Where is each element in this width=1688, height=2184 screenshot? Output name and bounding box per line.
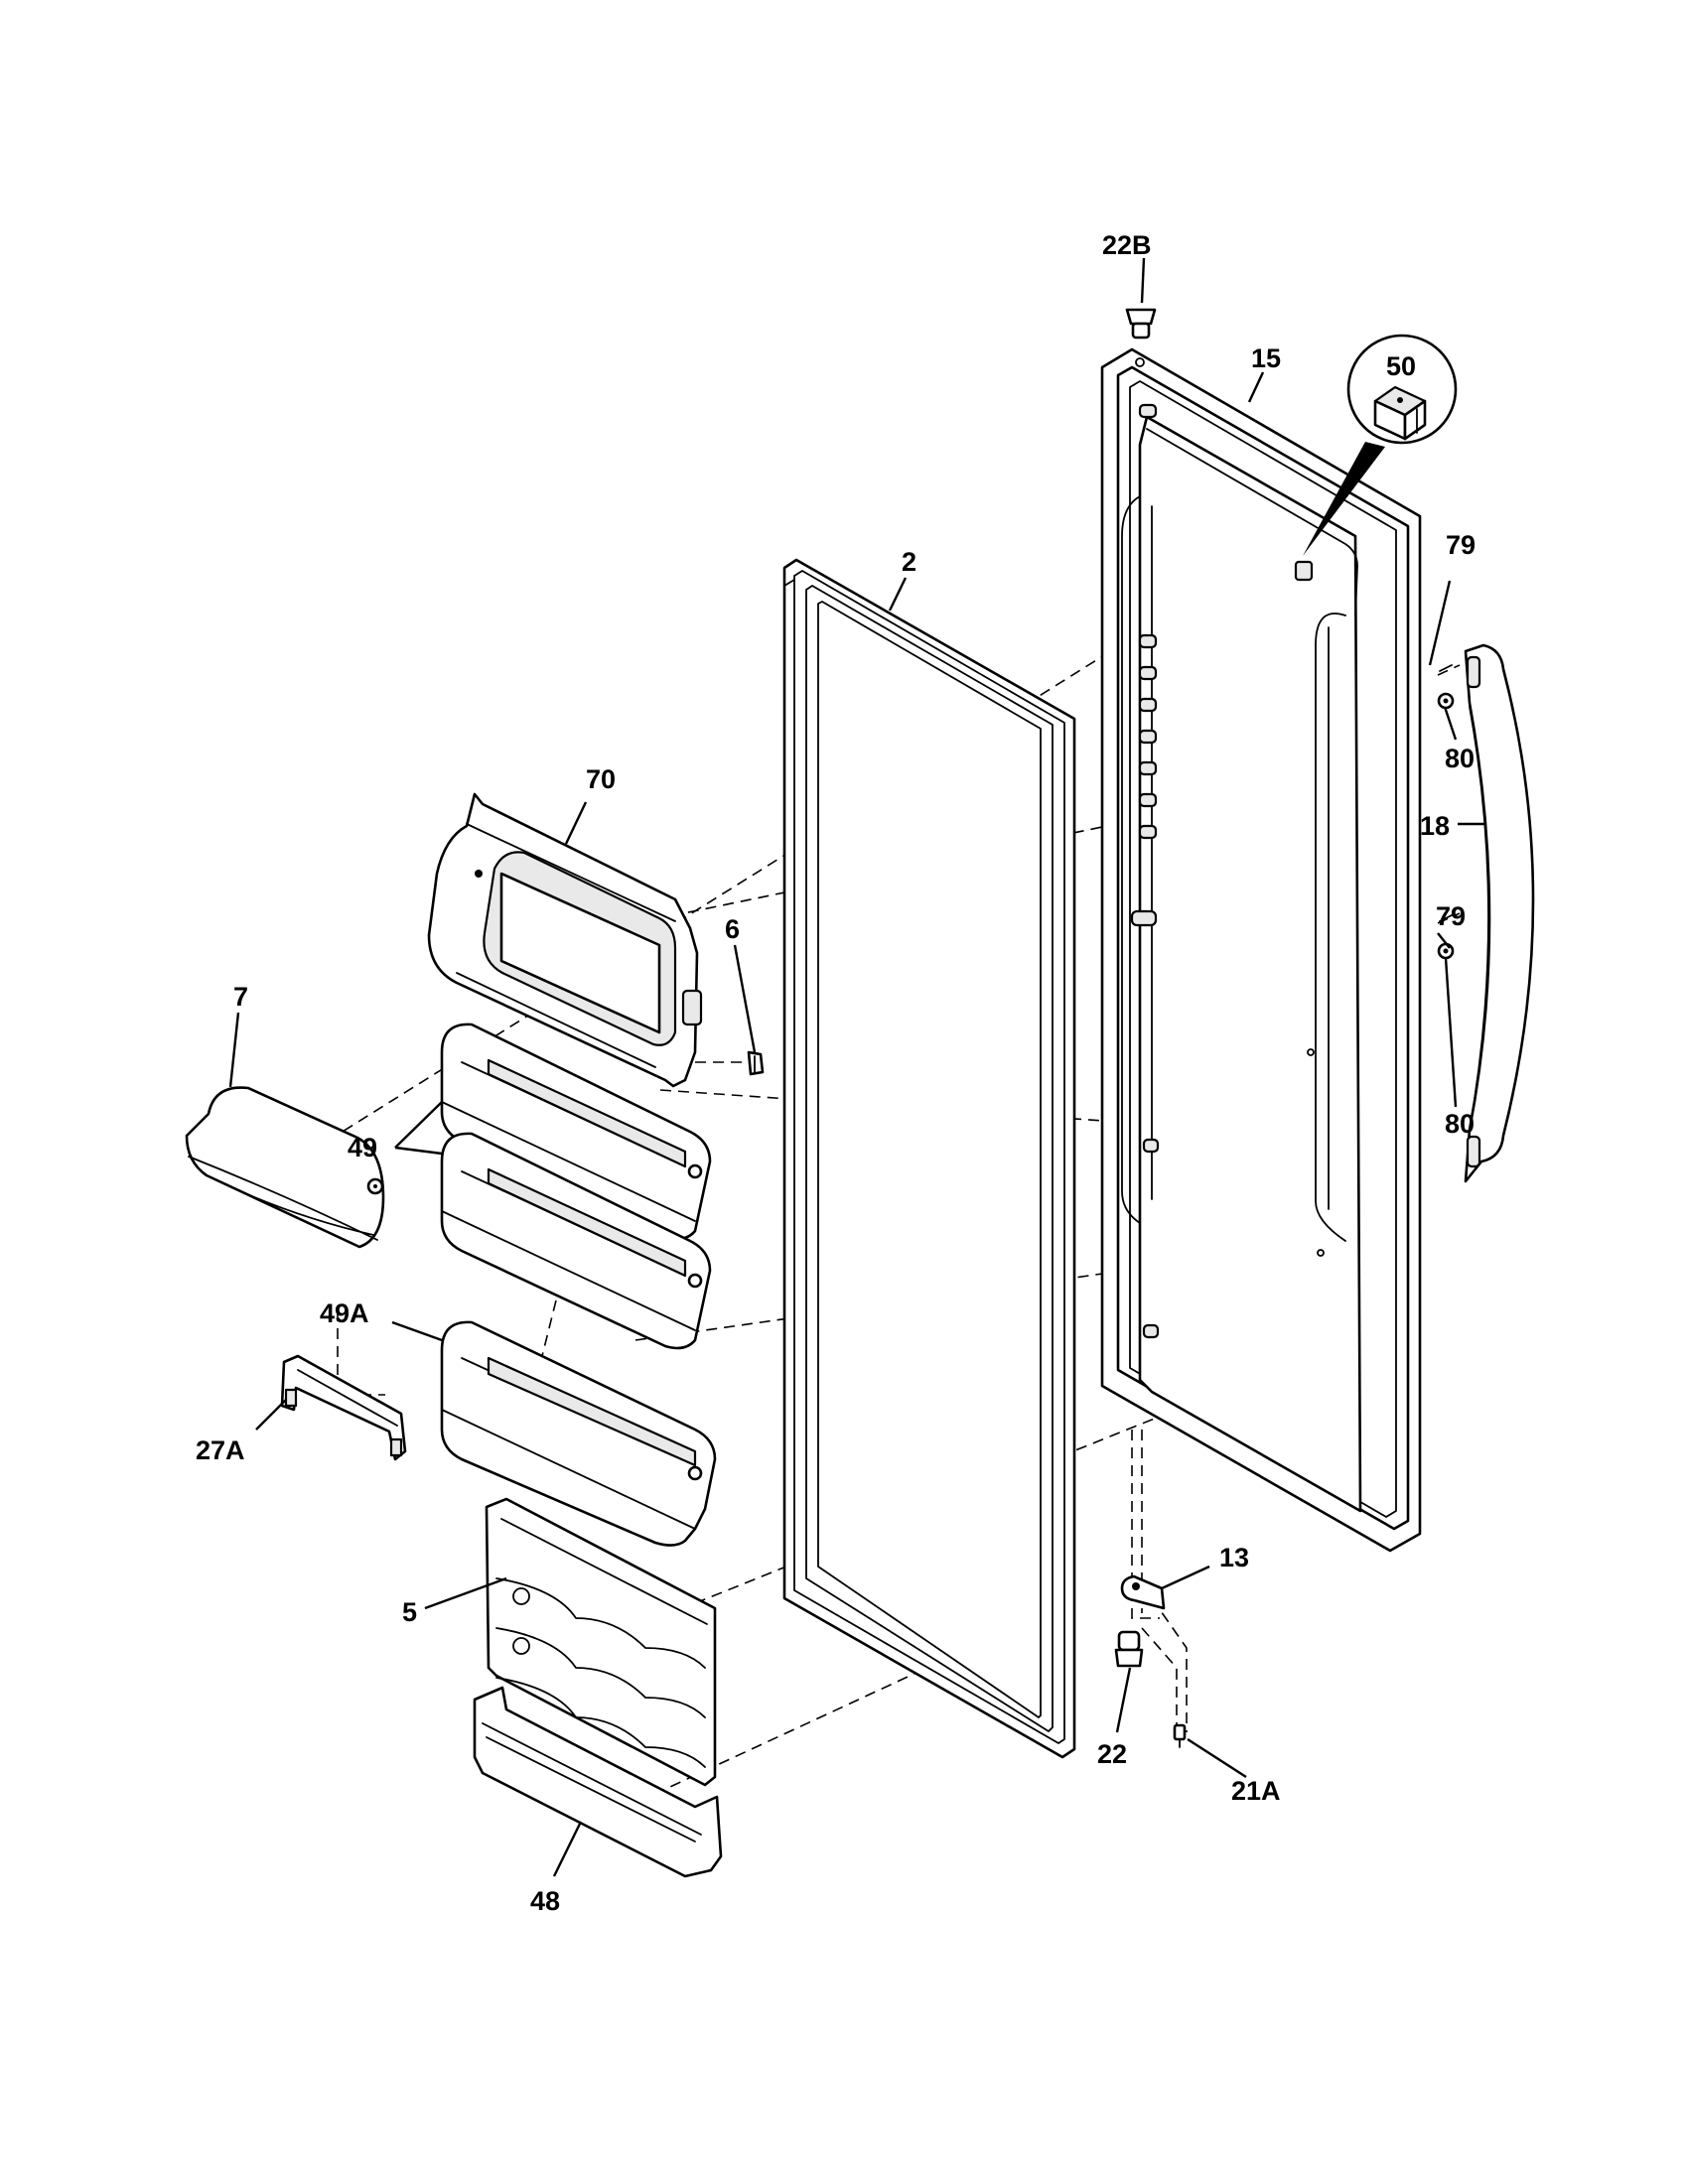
callout-15: 15 (1251, 343, 1281, 373)
callout-5: 5 (402, 1597, 417, 1627)
callout-79-upper: 79 (1446, 530, 1476, 560)
dairy-housing-part-70 (427, 792, 703, 1088)
callout-80-upper: 80 (1445, 744, 1475, 773)
clip-part-6 (747, 1050, 765, 1076)
door-liner-part-15 (1100, 347, 1422, 1553)
plug-part-22B (1125, 308, 1157, 340)
bottle-rack-part-5 (485, 1497, 717, 1787)
callout-13: 13 (1219, 1543, 1249, 1572)
hinge-part-13 (1120, 1574, 1166, 1610)
callout-70: 70 (586, 764, 616, 794)
callout-6: 6 (725, 914, 740, 944)
callout-50: 50 (1386, 351, 1416, 381)
bracket-part-50 (1303, 334, 1458, 556)
callout-48: 48 (530, 1886, 560, 1916)
callout-79-lower: 79 (1436, 901, 1466, 931)
gasket-part-2 (782, 558, 1076, 1759)
door-bin-part-49-upper (440, 1023, 712, 1241)
callout-22B: 22B (1102, 230, 1152, 260)
door-bin-part-49A (440, 1320, 717, 1547)
shelf-pegs (1130, 403, 1160, 1339)
screw-part-21A (1173, 1723, 1187, 1748)
callout-80-lower: 80 (1445, 1109, 1475, 1139)
callout-2: 2 (902, 547, 916, 577)
bin-clip-part-27A (280, 1354, 407, 1461)
callout-7: 7 (233, 982, 248, 1012)
callout-18: 18 (1420, 811, 1450, 841)
callout-22: 22 (1097, 1739, 1127, 1769)
handle-part-18 (1464, 643, 1535, 1183)
door-bin-part-49-lower (440, 1132, 712, 1350)
callout-49A: 49A (320, 1298, 369, 1328)
callout-labels: 22B 15 50 2 79 80 18 79 80 70 6 7 49 49A… (196, 230, 1476, 1916)
callout-21A: 21A (1231, 1776, 1281, 1806)
callout-27A: 27A (196, 1435, 245, 1465)
callout-49: 49 (348, 1133, 377, 1162)
leader-lines (228, 257, 1484, 1877)
bottom-bin-part-48 (473, 1686, 723, 1878)
dairy-door-part-7 (185, 1086, 385, 1249)
bushing-part-22 (1114, 1630, 1144, 1668)
